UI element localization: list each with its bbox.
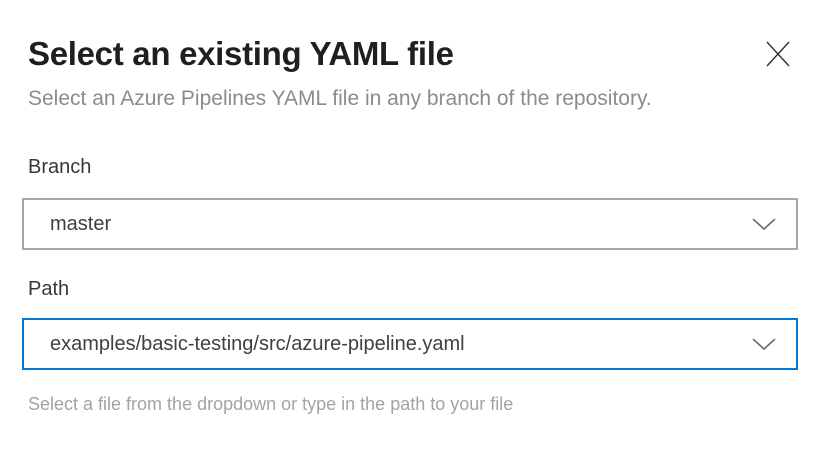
branch-dropdown-value: master xyxy=(50,212,112,235)
path-helper-text: Select a file from the dropdown or type … xyxy=(28,394,514,414)
path-dropdown-value: examples/basic-testing/src/azure-pipelin… xyxy=(50,332,465,355)
branch-label: Branch xyxy=(28,156,92,178)
close-icon xyxy=(763,39,793,69)
chevron-down-icon[interactable] xyxy=(750,210,778,238)
chevron-down-icon[interactable] xyxy=(750,330,778,358)
path-dropdown[interactable]: examples/basic-testing/src/azure-pipelin… xyxy=(22,318,798,370)
dialog-subtitle: Select an Azure Pipelines YAML file in a… xyxy=(28,87,652,110)
close-button[interactable] xyxy=(760,36,796,72)
branch-dropdown[interactable]: master xyxy=(22,198,798,250)
dialog-title: Select an existing YAML file xyxy=(28,35,454,72)
path-label: Path xyxy=(28,278,70,300)
